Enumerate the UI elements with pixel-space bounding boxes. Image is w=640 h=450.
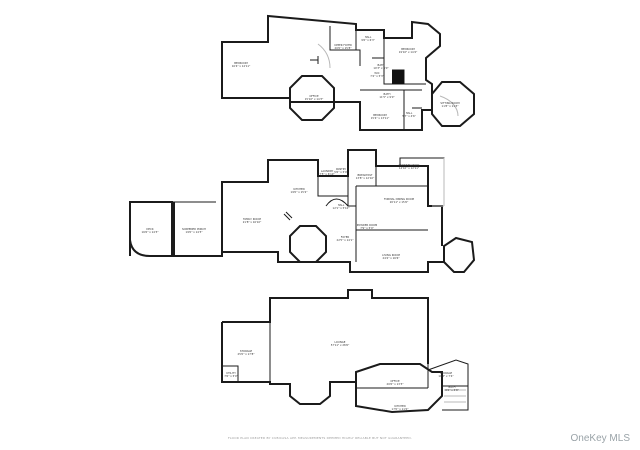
room-size-pantry: 5'6" x 5'0" (334, 170, 348, 174)
room-name-pantry: PANTRY (336, 167, 346, 171)
room-size-bedroom-c: 15'4" x 13'11" (371, 116, 390, 120)
disclaimer-text: FLOOR PLAN CREATED BY CUBICASA APP. MEAS… (227, 436, 413, 440)
room-name-bedroom-a: BEDROOM (401, 47, 415, 51)
room-size-dining-room: 20'11" x 15'6" (390, 200, 409, 204)
room-size-kitchen: 19'0" x 15'2" (291, 190, 308, 194)
room-name-bedroom-b: BEDROOM (234, 61, 248, 65)
room-name-bath-upper: BATH (378, 63, 385, 67)
room-size-office: 15'10" x 14'3" (305, 97, 324, 101)
room-size-hall-f1: 9'6" x 6'3" (361, 38, 375, 42)
room-size-utility: 7'6" x 5'0" (224, 374, 238, 378)
room-name-lounge: LOUNGE (335, 340, 346, 344)
floor-lower (221, 289, 469, 414)
room-size-office-lower: 20'6" x 13'3" (387, 382, 404, 386)
room-name-office: OFFICE (309, 94, 319, 98)
room-size-breakfast: 13'8" x 12'10" (356, 176, 375, 180)
octagon-tower-3 (289, 225, 327, 263)
room-name-wic-upper: WIC (374, 71, 379, 75)
brand-watermark: OneKey MLS (570, 433, 630, 444)
room-name-hall-f1: HALL (365, 35, 372, 39)
room-size-laundry: 7'5" x 6'10" (319, 172, 334, 176)
room-size-foyer: 22'5" x 14'1" (337, 238, 354, 242)
room-name-utility: UTILITY (226, 371, 236, 375)
room-size-conservatory: 14'10" x 12'11" (399, 166, 419, 170)
room-size-lounge: 57'11" x 28'6" (331, 343, 350, 347)
room-size-screened-porch: 19'0" x 14'3" (186, 230, 203, 234)
room-size-upper-foyer: 20'0" x 15'8" (335, 46, 352, 50)
room-name-living-room: LIVING ROOM (382, 253, 400, 257)
room-size-family-room: 21'8" x 16'10" (243, 220, 262, 224)
room-name-upper-foyer: UPPER FOYER (334, 43, 352, 47)
room-name-powder: POWDER ROOM (357, 223, 378, 227)
room-size-bath-upper: 10'3" x 8'0" (373, 66, 388, 70)
room-name-conservatory: CONSERVATORY (399, 163, 420, 167)
room-name-storage: STORAGE (240, 349, 253, 353)
room-name-kitchen: KITCHEN (293, 187, 304, 191)
room-name-dining-room: FORMAL DINING ROOM (384, 197, 414, 201)
room-name-sitting-room: SITTING ROOM (440, 101, 459, 105)
room-name-bedroom-c: BEDROOM (373, 113, 387, 117)
stair-void (392, 70, 404, 84)
room-size-hall-m: 12'1" x 5'10" (333, 206, 350, 210)
floor-main (129, 149, 476, 273)
room-name-hall-f2: HALL (406, 111, 413, 115)
room-size-storage: 25'0" x 17'8" (238, 352, 255, 356)
room-size-kitchen-lower: 17'0" x 11'0" (392, 407, 409, 411)
room-size-wic-upper: 7'4" x 5'3" (370, 74, 384, 78)
room-size-deck: 16'6" x 14'3" (142, 230, 159, 234)
room-size-bedroom-b: 16'4" x 14'11" (232, 64, 251, 68)
room-name-bath-f1: BATH (384, 92, 391, 96)
room-size-storage-lower: 10'8" x 7'4" (438, 374, 453, 378)
room-name-bath-lower: BATH (449, 385, 456, 389)
room-name-family-room: FAMILY ROOM (243, 217, 261, 221)
room-size-bedroom-a: 19'10" x 14'4" (399, 50, 418, 54)
room-name-foyer: FOYER (341, 235, 350, 239)
room-name-hall-m: HALL (338, 203, 345, 207)
room-name-kitchen-lower: KITCHEN (394, 404, 405, 408)
room-size-hall-f2: 5'7" x 4'6" (402, 114, 416, 118)
room-name-storage-lower: STORAGE (440, 371, 453, 375)
room-size-living-room: 24'4" x 16'6" (383, 256, 400, 260)
floor-upper (221, 14, 475, 131)
room-name-screened-porch: SCREENED PORCH (182, 227, 206, 231)
room-name-laundry: LAUNDRY (321, 169, 334, 173)
octagon-tower-1 (289, 75, 335, 121)
room-size-sitting-room: 11'8" x 11'3" (442, 104, 459, 108)
room-size-bath-f1: 11'5" x 9'0" (379, 95, 394, 99)
room-size-powder: 7'9" x 5'0" (360, 226, 374, 230)
room-name-breakfast: BREAKFAST (358, 173, 373, 177)
room-name-office-lower: OFFICE (390, 379, 400, 383)
room-size-bath-lower: 8'2" x 5'8" (445, 388, 459, 392)
room-name-deck: DECK (146, 227, 153, 231)
octagon-tower-2 (431, 81, 475, 127)
